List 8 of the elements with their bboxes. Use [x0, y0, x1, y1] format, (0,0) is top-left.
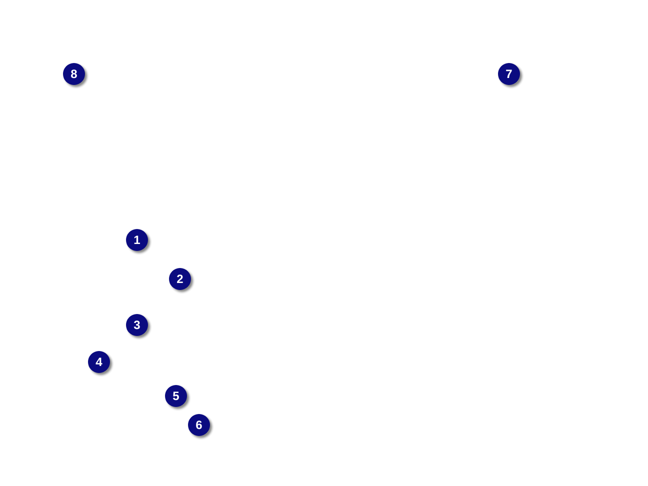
callout-number: 5 — [165, 385, 187, 407]
callout-number: 8 — [63, 63, 85, 85]
callout-number: 2 — [169, 268, 191, 290]
callout-number: 7 — [498, 63, 520, 85]
callout-number: 6 — [188, 414, 210, 436]
callout-number: 4 — [88, 351, 110, 373]
callout-number: 3 — [126, 314, 148, 336]
callout-number: 1 — [126, 229, 148, 251]
